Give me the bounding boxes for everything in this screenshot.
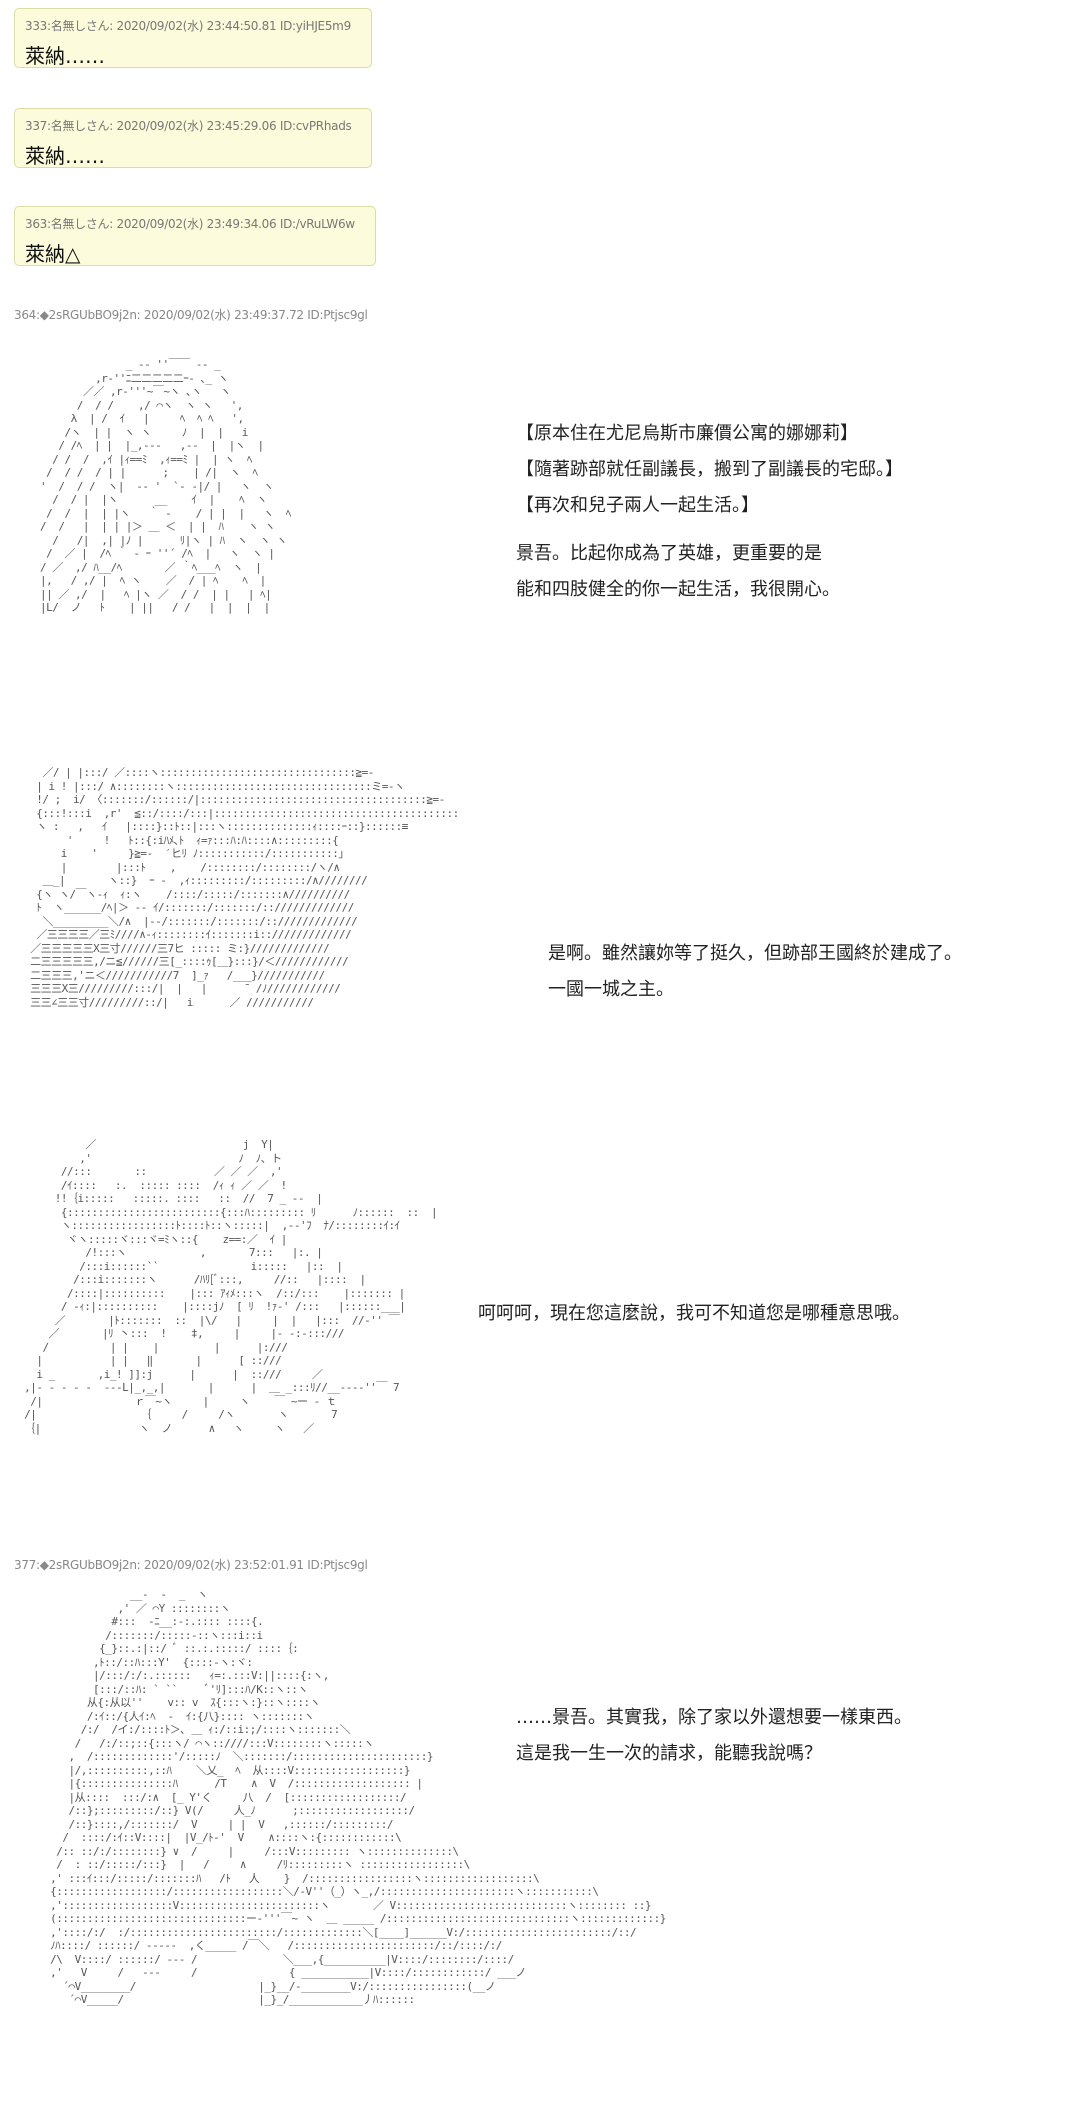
- dialogue-line: ……景吾。其實我，除了家以外還想要一樣東西。: [516, 1707, 912, 1728]
- ascii-art-keigo: ／/ | |:::/ ／::::ヽ:::::::::::::::::::::::…: [30, 766, 459, 1009]
- dialogue-line: 【隨著跡部就任副議長，搬到了副議長的宅邸。】: [516, 459, 903, 480]
- dialogue-block: 是啊。雖然讓妳等了挺久，但跡部王國終於建成了。 一國一城之主。: [548, 936, 962, 1008]
- dialogue-line: 是啊。雖然讓妳等了挺久，但跡部王國終於建成了。: [548, 943, 962, 964]
- dialogue-line: 能和四肢健全的你一起生活，我很開心。: [516, 579, 840, 600]
- post-header: 377:◆2sRGUbBO9j2n: 2020/09/02(水) 23:52:0…: [14, 1558, 368, 1572]
- dialogue-line: 【再次和兒子兩人一起生活。】: [516, 495, 759, 516]
- ascii-art-mother-son: _ -‐ ''￣￣ ‐- _ ,r‐''ﾆ二二二二二ｰ- ､_ ヽ ／／ ,r‐…: [40, 358, 291, 614]
- dialogue-line: 這是我一生一次的請求，能聽我說嗎？: [516, 1743, 822, 1764]
- reply-header: 337:名無しさん: 2020/09/02(水) 23:45:29.06 ID:…: [25, 119, 352, 133]
- dialogue-line: 呵呵呵，現在您這麼說，我可不知道您是哪種意思哦。: [478, 1303, 910, 1324]
- dialogue-block: 【原本住在尤尼烏斯市廉價公寓的娜娜莉】 【隨著跡部就任副議長，搬到了副議長的宅邸…: [516, 416, 903, 608]
- dialogue-line: 一國一城之主。: [548, 979, 674, 1000]
- ascii-art-nunnally: ／ j Y| ,' ﾉ ﾉ、ト //::: :: ／ ／ ／ ,' /ｲ::::…: [24, 1138, 438, 1435]
- dialogue-line: 【原本住在尤尼烏斯市廉價公寓的娜娜莉】: [516, 423, 858, 444]
- dialogue-line: [516, 524, 903, 536]
- dialogue-block: ……景吾。其實我，除了家以外還想要一樣東西。 這是我一生一次的請求，能聽我說嗎？: [516, 1700, 912, 1772]
- reply-box: 333:名無しさん: 2020/09/02(水) 23:44:50.81 ID:…: [14, 8, 372, 68]
- reply-box: 337:名無しさん: 2020/09/02(水) 23:45:29.06 ID:…: [14, 108, 372, 168]
- reply-text: 萊納……: [25, 144, 105, 168]
- post-header: 364:◆2sRGUbBO9j2n: 2020/09/02(水) 23:49:3…: [14, 308, 368, 322]
- dialogue-block: 呵呵呵，現在您這麼說，我可不知道您是哪種意思哦。: [478, 1296, 910, 1332]
- reply-text: 萊納……: [25, 44, 105, 68]
- reply-box: 363:名無しさん: 2020/09/02(水) 23:49:34.06 ID:…: [14, 206, 376, 266]
- reply-header: 333:名無しさん: 2020/09/02(水) 23:44:50.81 ID:…: [25, 19, 351, 33]
- ascii-art-nunnally-request: __- ‐ _ ヽ ,' ／ ⌒Y ::::::::ヽ #::: ‐ﾆ__:-:…: [50, 1588, 666, 2006]
- reply-text: 萊納△: [25, 242, 81, 266]
- dialogue-line: 景吾。比起你成為了英雄，更重要的是: [516, 543, 822, 564]
- reply-header: 363:名無しさん: 2020/09/02(水) 23:49:34.06 ID:…: [25, 217, 355, 231]
